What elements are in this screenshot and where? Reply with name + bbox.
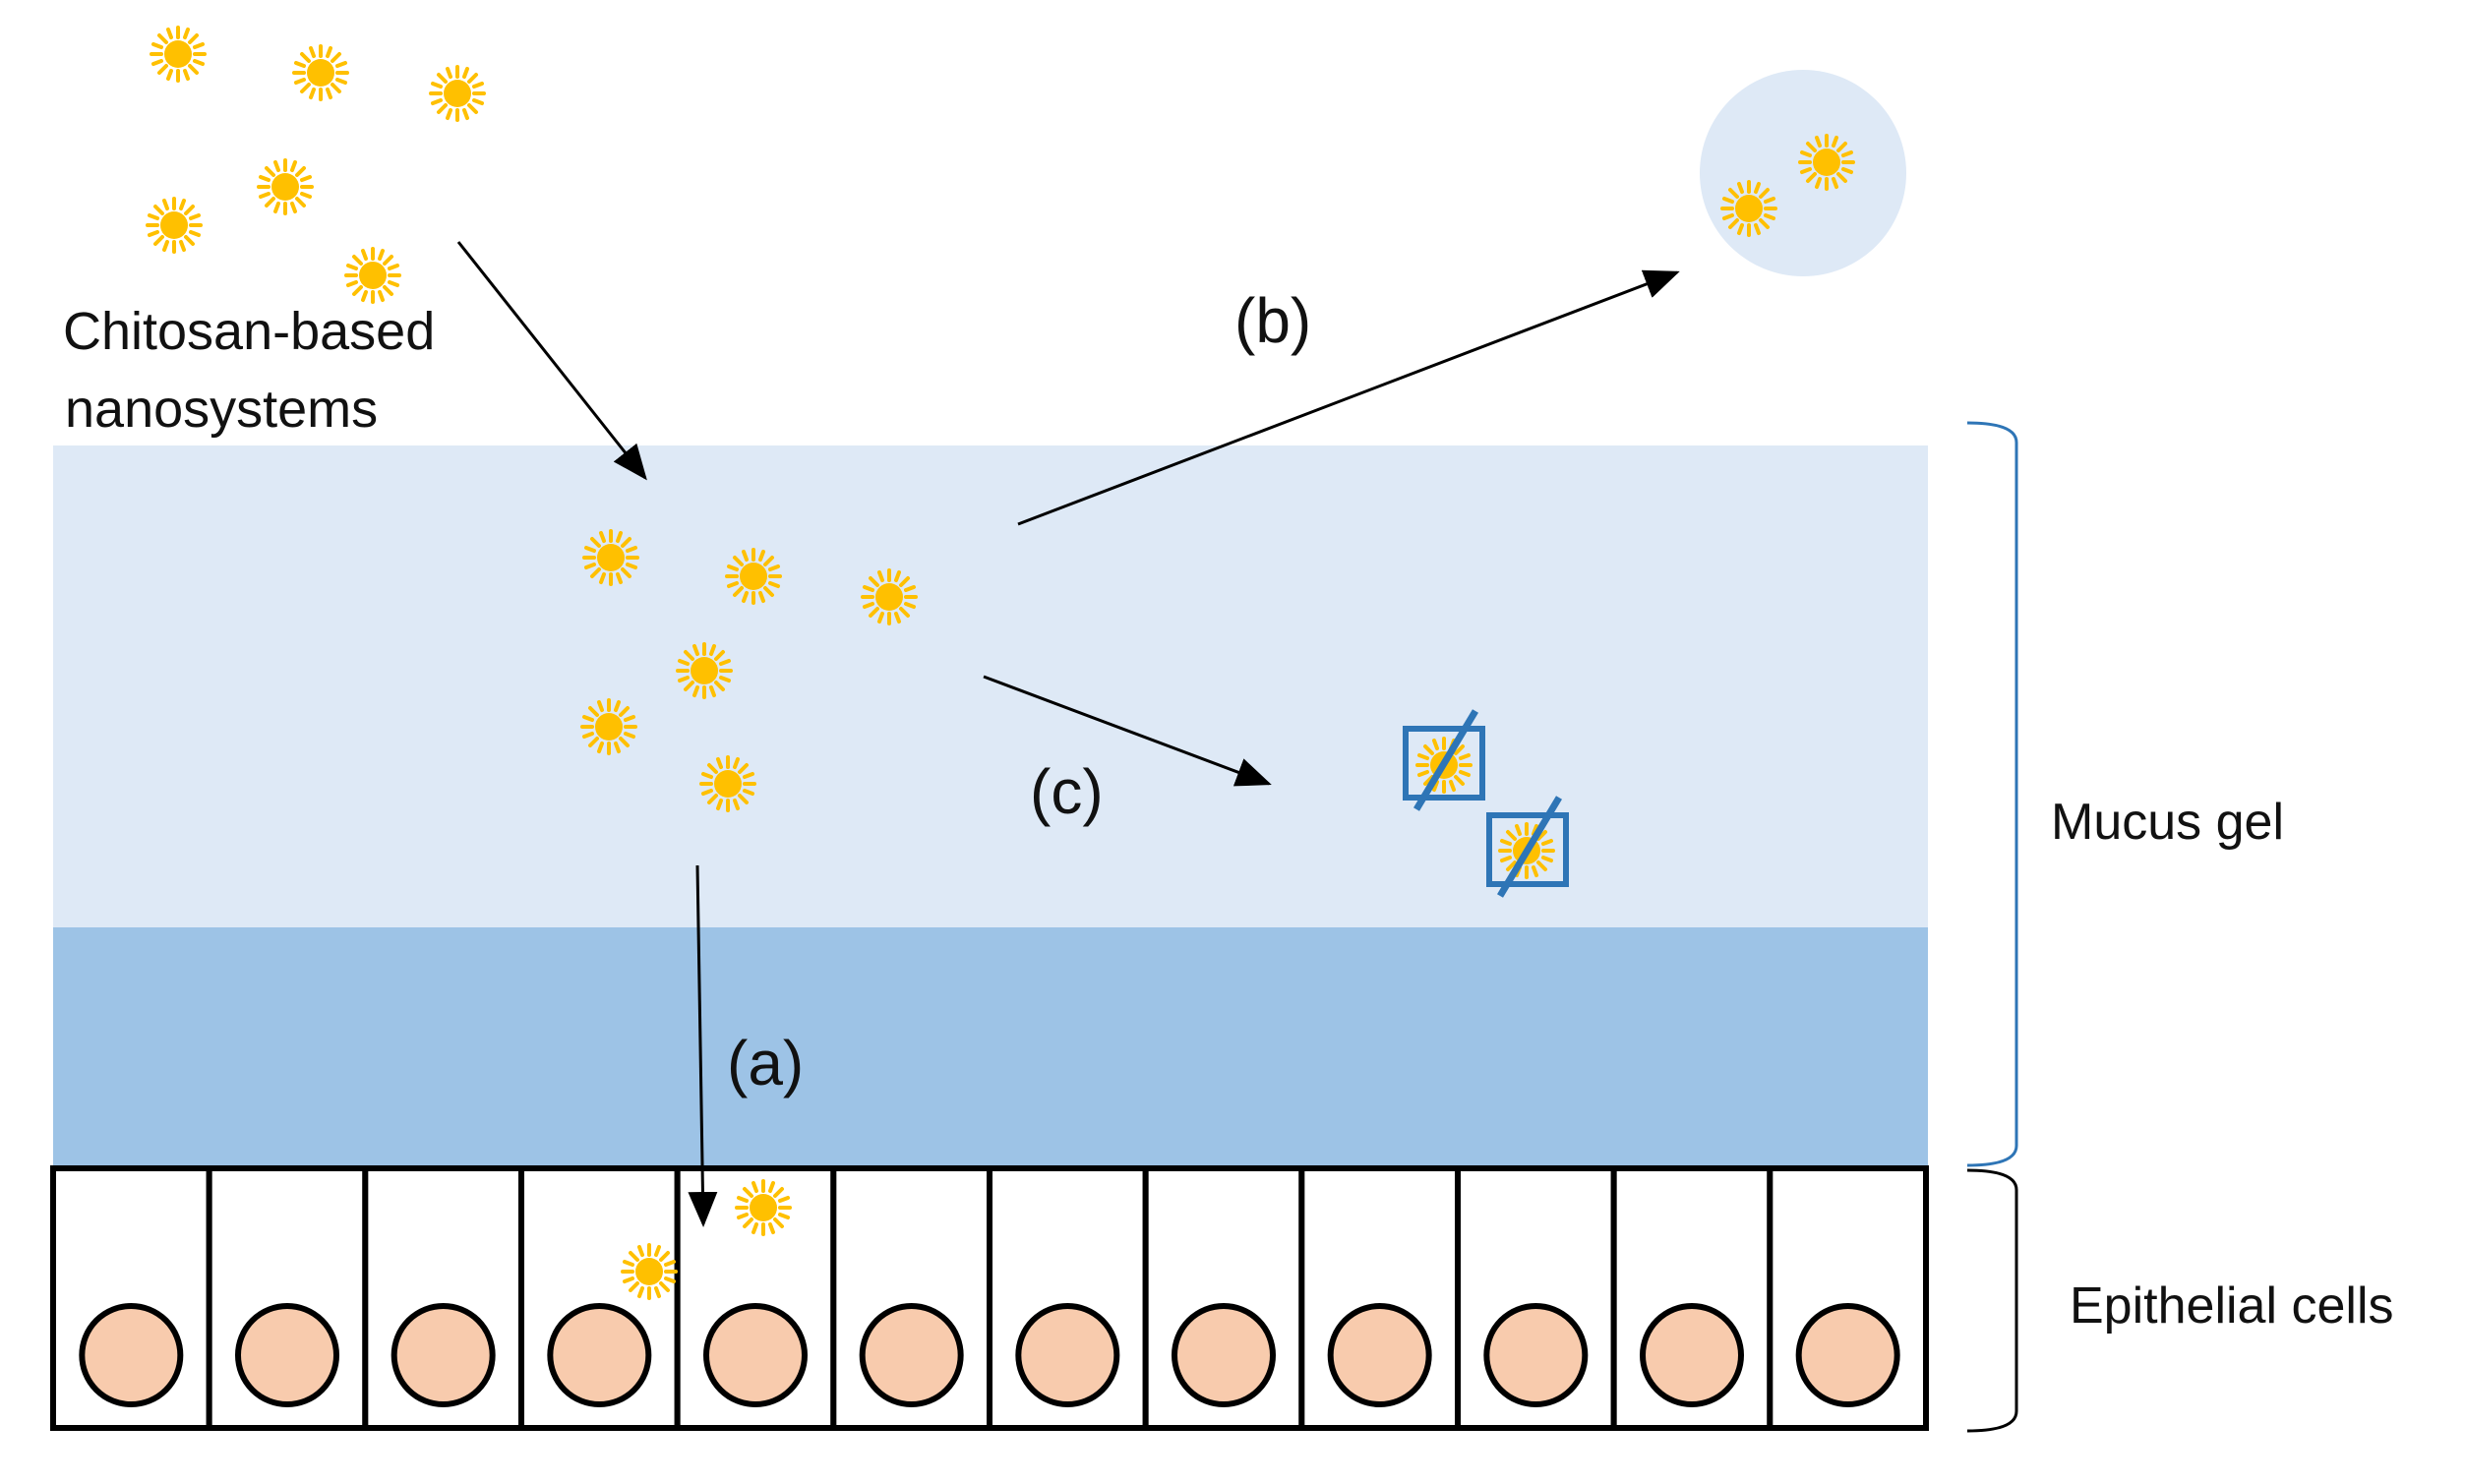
nanoparticle-sun-icon bbox=[861, 568, 918, 625]
mucus-loose-layer bbox=[53, 445, 1928, 927]
epithelial-cell bbox=[362, 1165, 525, 1431]
nanoparticle-sun-icon bbox=[292, 44, 349, 101]
nanoparticle-sun-icon bbox=[146, 197, 203, 254]
nanoparticle-sun-icon bbox=[580, 698, 637, 755]
nanoparticle-sun-icon bbox=[699, 755, 756, 812]
cell-nucleus bbox=[703, 1303, 808, 1407]
cell-nucleus bbox=[79, 1303, 184, 1407]
crossed-out-box-icon bbox=[1403, 709, 1485, 811]
nanoparticle-sun-icon bbox=[676, 642, 733, 699]
cell-nucleus bbox=[391, 1303, 496, 1407]
nanoparticle-sun-icon bbox=[429, 65, 486, 122]
path-b-label: (b) bbox=[1234, 285, 1311, 356]
mucus-adherent-layer bbox=[53, 927, 1928, 1168]
cell-nucleus bbox=[1172, 1303, 1276, 1407]
arrow-path-c bbox=[983, 675, 1272, 787]
mucus-gel-label: Mucus gel bbox=[2051, 794, 2284, 851]
nanosystems-label-line2: nanosystems bbox=[65, 380, 378, 439]
nanoparticle-sun-icon bbox=[582, 529, 639, 586]
arrow-path-a bbox=[688, 864, 718, 1227]
cell-nucleus bbox=[859, 1303, 964, 1407]
nanoparticle-sun-icon bbox=[735, 1179, 792, 1236]
arrow-path-b bbox=[1017, 269, 1680, 526]
nanoparticle-sun-icon bbox=[150, 26, 207, 83]
epithelial-cell-row bbox=[50, 1165, 1930, 1431]
path-c-label: (c) bbox=[1030, 756, 1104, 827]
cell-nucleus bbox=[1015, 1303, 1120, 1407]
nanoparticle-sun-icon bbox=[257, 158, 314, 215]
cell-nucleus bbox=[1640, 1303, 1744, 1407]
cell-nucleus bbox=[1327, 1303, 1432, 1407]
crossed-out-box-icon bbox=[1486, 796, 1569, 898]
cell-nucleus bbox=[547, 1303, 652, 1407]
epithelial-cells-label: Epithelial cells bbox=[2070, 1277, 2394, 1335]
arrow-into-mucus bbox=[456, 241, 647, 481]
mucus-gel-bracket bbox=[1966, 421, 2018, 1167]
nanoparticle-sun-icon bbox=[344, 247, 401, 304]
cell-nucleus bbox=[1795, 1303, 1900, 1407]
epithelial-cells-bracket bbox=[1966, 1168, 2018, 1433]
cell-nucleus bbox=[1483, 1303, 1589, 1407]
nanoparticle-sun-icon bbox=[1798, 134, 1855, 191]
cell-nucleus bbox=[235, 1303, 339, 1407]
nanoparticle-sun-icon bbox=[725, 548, 782, 605]
nanosystems-label-line1: Chitosan-based bbox=[63, 302, 435, 361]
path-a-label: (a) bbox=[727, 1028, 804, 1098]
epithelial-cell bbox=[987, 1165, 1149, 1431]
nanoparticle-sun-icon bbox=[621, 1243, 678, 1300]
nanoparticle-sun-icon bbox=[1720, 180, 1777, 237]
